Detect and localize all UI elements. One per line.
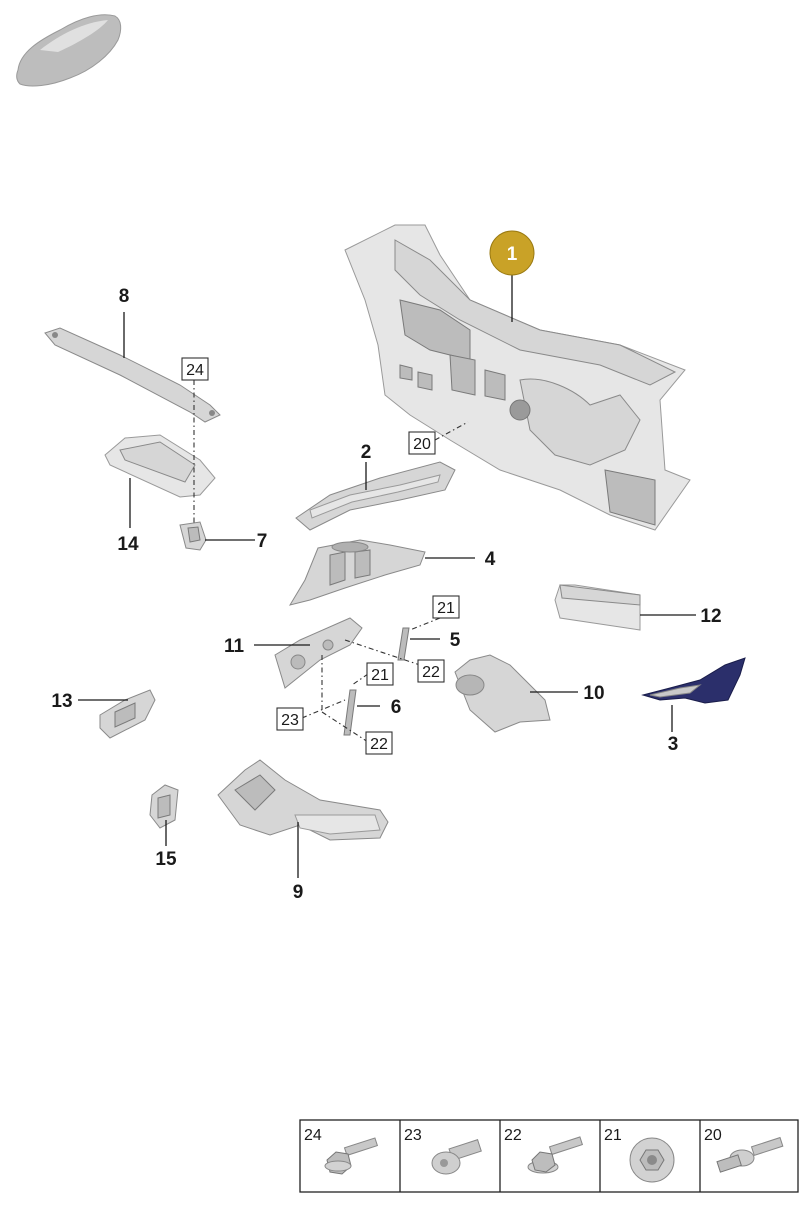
part-10-bracket[interactable]	[454, 654, 551, 733]
fastener-cell-20[interactable]: 20	[704, 1127, 784, 1173]
svg-text:23: 23	[404, 1127, 422, 1144]
svg-text:21: 21	[437, 600, 455, 617]
callout-11[interactable]: 11	[224, 636, 245, 657]
part-3-reinforcement[interactable]	[641, 657, 746, 704]
fastener-cell-23[interactable]: 23	[404, 1127, 482, 1175]
ref-box-21-lower[interactable]: 21	[366, 662, 394, 686]
callout-15[interactable]: 15	[155, 849, 177, 870]
svg-text:24: 24	[186, 362, 204, 379]
part-13-bracket[interactable]	[99, 689, 156, 739]
ref-box-22-upper[interactable]: 22	[417, 659, 445, 683]
ref-box-22-lower[interactable]: 22	[365, 731, 393, 755]
svg-text:23: 23	[281, 712, 299, 729]
part-6-stud[interactable]	[343, 689, 357, 736]
fastener-cell-21[interactable]: 21	[604, 1127, 675, 1183]
part-12-cover[interactable]	[554, 584, 641, 631]
hex-flange-bolt-icon	[324, 1137, 379, 1175]
leader-lines	[78, 275, 696, 878]
ref-box-21-upper[interactable]: 21	[432, 595, 460, 619]
part-11-bracket[interactable]	[274, 617, 363, 689]
torx-flange-bolt-icon	[431, 1139, 482, 1175]
callout-3[interactable]: 3	[668, 734, 679, 755]
vehicle-thumbnail[interactable]	[16, 14, 122, 87]
part-4-bracket[interactable]	[288, 539, 426, 606]
fastener-cell-22[interactable]: 22	[504, 1127, 584, 1174]
callout-12[interactable]: 12	[700, 606, 721, 627]
ref-box-20[interactable]: 20	[408, 431, 436, 455]
svg-text:21: 21	[604, 1127, 622, 1144]
part-7-bracket[interactable]	[179, 521, 207, 551]
callout-7[interactable]: 7	[257, 531, 268, 552]
svg-text:22: 22	[370, 736, 388, 753]
callout-5[interactable]: 5	[450, 630, 461, 651]
callout-10[interactable]: 10	[583, 683, 604, 704]
callout-8[interactable]: 8	[119, 286, 130, 307]
flange-nut-icon	[629, 1137, 675, 1183]
part-1-bulkhead[interactable]	[344, 224, 691, 531]
svg-text:20: 20	[413, 436, 431, 453]
part-14-tray[interactable]	[104, 434, 216, 498]
callout-9[interactable]: 9	[293, 882, 304, 903]
fastener-cell-24[interactable]: 24	[304, 1127, 379, 1175]
callout-14[interactable]: 14	[117, 534, 139, 555]
ref-box-23[interactable]: 23	[276, 707, 304, 731]
callout-2[interactable]: 2	[361, 442, 372, 463]
part-2-cowl-panel[interactable]	[295, 461, 456, 531]
svg-text:24: 24	[304, 1127, 322, 1144]
callout-13[interactable]: 13	[51, 691, 72, 712]
part-8-cross-member[interactable]	[44, 327, 221, 423]
ref-box-24[interactable]: 24	[181, 357, 209, 381]
fastener-table: 24 23 22 21	[299, 1119, 799, 1193]
part-9-longitudinal-member[interactable]	[217, 759, 389, 841]
stud-bolt-icon	[716, 1136, 784, 1173]
callout-1-label: 1	[507, 244, 518, 265]
part-15-bracket[interactable]	[149, 784, 179, 829]
svg-text:22: 22	[422, 664, 440, 681]
callout-6[interactable]: 6	[391, 697, 402, 718]
callout-4[interactable]: 4	[485, 549, 496, 570]
svg-text:22: 22	[504, 1127, 522, 1144]
callout-1-highlight[interactable]: 1	[489, 230, 535, 276]
fastener-lines	[193, 380, 469, 743]
svg-text:21: 21	[371, 667, 389, 684]
svg-text:20: 20	[704, 1127, 722, 1144]
hex-flange-bolt-icon	[527, 1136, 584, 1174]
part-5-stud[interactable]	[397, 627, 410, 661]
